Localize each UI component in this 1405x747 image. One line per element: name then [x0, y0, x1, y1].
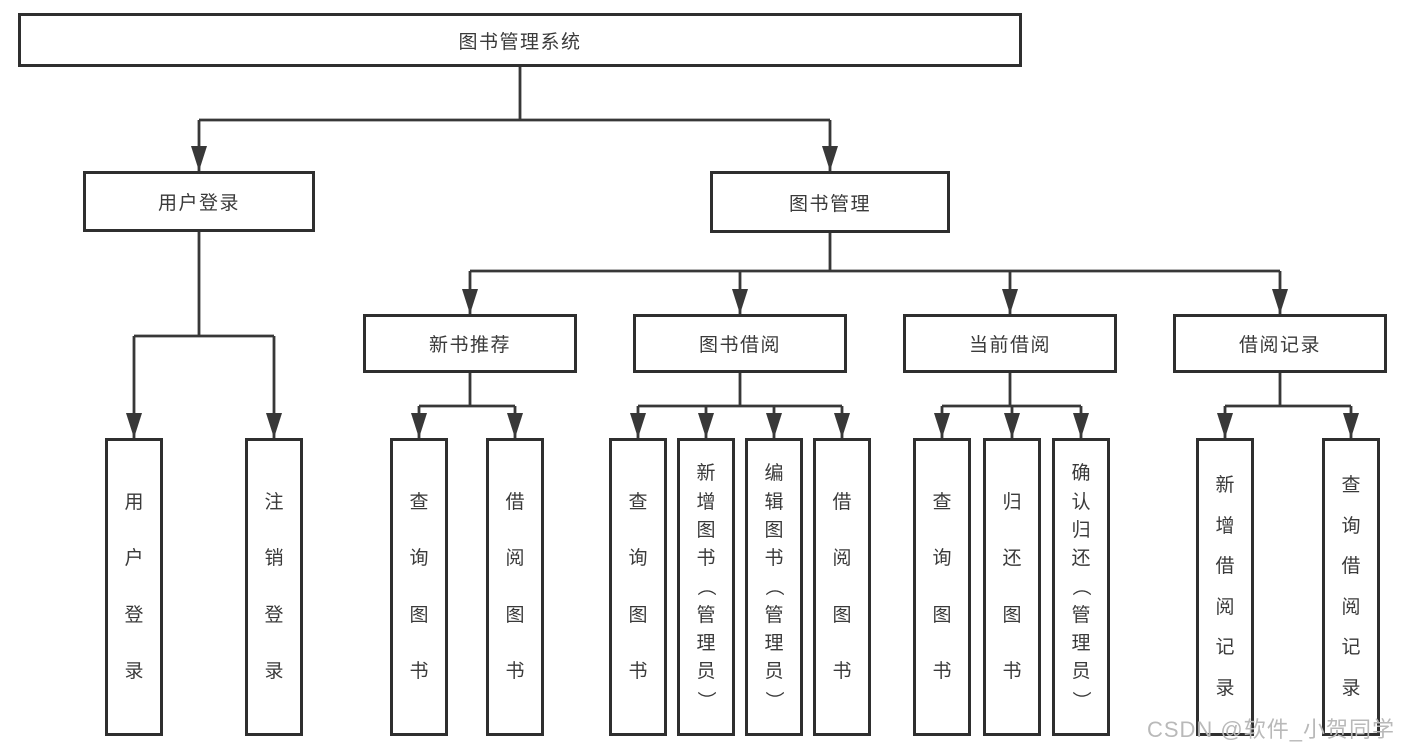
leaf-borrow-books-recommend: 借阅图书: [486, 438, 544, 736]
connector-book-borrow-split: [638, 373, 842, 408]
node-library-management-system: 图书管理系统: [18, 13, 1022, 67]
leaf-query-borrow-record: 查询借阅记录: [1322, 438, 1380, 736]
connector-root-split: [199, 66, 830, 122]
leaf-return-book: 归还图书: [983, 438, 1041, 736]
connector-current-borrow-split: [942, 373, 1081, 408]
connector-new-book-split: [419, 373, 515, 408]
leaf-add-book-admin: 新增图书（管理员）: [677, 438, 735, 736]
leaf-query-books-current: 查询图书: [913, 438, 971, 736]
node-book-management: 图书管理: [710, 171, 950, 233]
leaf-add-borrow-record: 新增借阅记录: [1196, 438, 1254, 736]
connector-user-login-split: [134, 232, 274, 338]
leaf-logout: 注销登录: [245, 438, 303, 736]
leaf-borrow-books: 借阅图书: [813, 438, 871, 736]
connector-borrow-record-split: [1225, 373, 1351, 408]
node-new-book-recommend: 新书推荐: [363, 314, 577, 373]
connector-book-mgmt-split: [470, 233, 1280, 273]
node-borrow-records: 借阅记录: [1173, 314, 1387, 373]
leaf-query-books-borrow: 查询图书: [609, 438, 667, 736]
leaf-user-login: 用户登录: [105, 438, 163, 736]
node-user-login: 用户登录: [83, 171, 315, 232]
leaf-edit-book-admin: 编辑图书（管理员）: [745, 438, 803, 736]
csdn-watermark: CSDN @软件_小贺同学: [1146, 717, 1395, 742]
leaf-query-books-recommend: 查询图书: [390, 438, 448, 736]
node-book-borrow: 图书借阅: [633, 314, 847, 373]
leaf-confirm-return-admin: 确认归还（管理员）: [1052, 438, 1110, 736]
node-current-borrow: 当前借阅: [903, 314, 1117, 373]
